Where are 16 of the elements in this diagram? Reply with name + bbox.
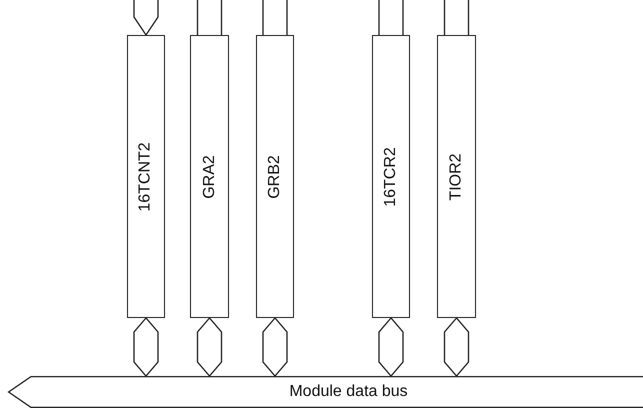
- register-name: TIOR2: [448, 152, 466, 200]
- bus-connector: [262, 317, 288, 377]
- bus-connector: [196, 317, 222, 377]
- bus-connector: [133, 317, 159, 377]
- bus-connector: [378, 317, 404, 377]
- bus-connector: [378, 0, 404, 36]
- register-name: 16TCNT2: [137, 142, 155, 212]
- bus-connector: [196, 0, 222, 36]
- register-name: GRA2: [200, 154, 218, 198]
- bus-connector: [444, 0, 470, 36]
- bus-label: Module data bus: [289, 383, 408, 401]
- register-name: GRB2: [266, 154, 284, 198]
- bus-connector: [133, 0, 159, 36]
- bus-connector: [444, 317, 470, 377]
- register-name: 16TCR2: [382, 146, 400, 206]
- bus-connector: [262, 0, 288, 36]
